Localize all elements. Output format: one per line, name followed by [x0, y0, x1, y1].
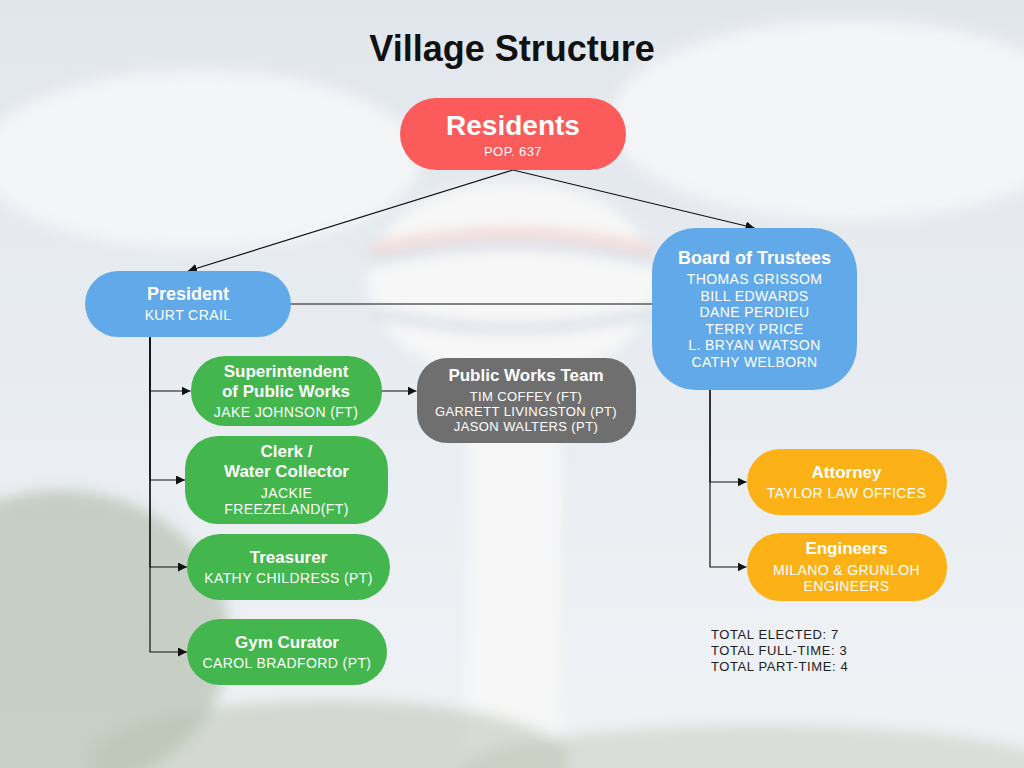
node-heading: Clerk / Water Collector — [212, 442, 362, 482]
connector — [291, 303, 652, 304]
node-heading: Public Works Team — [448, 366, 603, 386]
node-body: POP. 637 — [484, 144, 542, 159]
connector — [513, 170, 755, 228]
officer-box: PresidentKURT CRAIL — [85, 271, 291, 337]
node-body: GARRETT LIVINGSTON (PT) — [435, 404, 617, 419]
node-body: KURT CRAIL — [145, 307, 232, 324]
residents-box: ResidentsPOP. 637 — [400, 98, 626, 170]
node-body: KATHY CHILDRESS (PT) — [204, 570, 373, 587]
connector — [150, 337, 187, 567]
node-heading: Attorney — [812, 463, 882, 483]
node-body: JACKIE FREEZELAND(FT) — [197, 485, 376, 518]
node-heading: President — [147, 284, 229, 305]
total-count: TOTAL PART-TIME: 4 — [711, 659, 848, 675]
staff-box: Gym CuratorCAROL BRADFORD (PT) — [187, 619, 387, 685]
staff-box: TreasurerKATHY CHILDRESS (PT) — [187, 534, 390, 600]
node-heading: Superintendent of Public Works — [211, 362, 361, 402]
totals-note: TOTAL ELECTED: 7TOTAL FULL-TIME: 3TOTAL … — [711, 627, 848, 675]
staff-box: Clerk / Water CollectorJACKIE FREEZELAND… — [185, 436, 388, 523]
consultant-box: EngineersMILANO & GRUNLOH ENGINEERS — [747, 533, 947, 600]
staff-box: Superintendent of Public WorksJAKE JOHNS… — [191, 356, 382, 427]
total-count: TOTAL ELECTED: 7 — [711, 627, 848, 643]
node-heading: Gym Curator — [235, 633, 339, 653]
node-body: JASON WALTERS (PT) — [454, 419, 598, 434]
node-heading: Residents — [446, 109, 580, 142]
node-body: L. BRYAN WATSON — [688, 337, 820, 354]
node-body: TAYLOR LAW OFFICES — [767, 485, 926, 502]
consultant-box: AttorneyTAYLOR LAW OFFICES — [747, 449, 947, 515]
board-box: Board of TrusteesTHOMAS GRISSOMBILL EDWA… — [652, 228, 857, 390]
node-heading: Engineers — [805, 539, 887, 559]
connector — [382, 390, 417, 391]
node-heading: Treasurer — [250, 548, 328, 568]
node-body: CATHY WELBORN — [691, 354, 817, 371]
connector — [150, 337, 187, 652]
connector — [710, 390, 747, 482]
diagram-title: Village Structure — [0, 28, 1024, 70]
node-body: DANE PERDIEU — [700, 304, 810, 321]
node-body: THOMAS GRISSOM — [687, 271, 823, 288]
connector — [150, 337, 191, 391]
connector — [188, 170, 513, 271]
node-body: TERRY PRICE — [705, 321, 803, 338]
node-body: CAROL BRADFORD (PT) — [203, 655, 372, 672]
connector — [710, 390, 747, 567]
node-body: TIM COFFEY (FT) — [470, 389, 583, 404]
node-heading: Board of Trustees — [678, 248, 831, 269]
node-body: JAKE JOHNSON (FT) — [214, 404, 358, 421]
total-count: TOTAL FULL-TIME: 3 — [711, 643, 848, 659]
team-box: Public Works TeamTIM COFFEY (FT)GARRETT … — [417, 358, 636, 443]
node-body: BILL EDWARDS — [700, 288, 808, 305]
node-body: MILANO & GRUNLOH ENGINEERS — [767, 562, 927, 595]
connector — [150, 337, 185, 480]
